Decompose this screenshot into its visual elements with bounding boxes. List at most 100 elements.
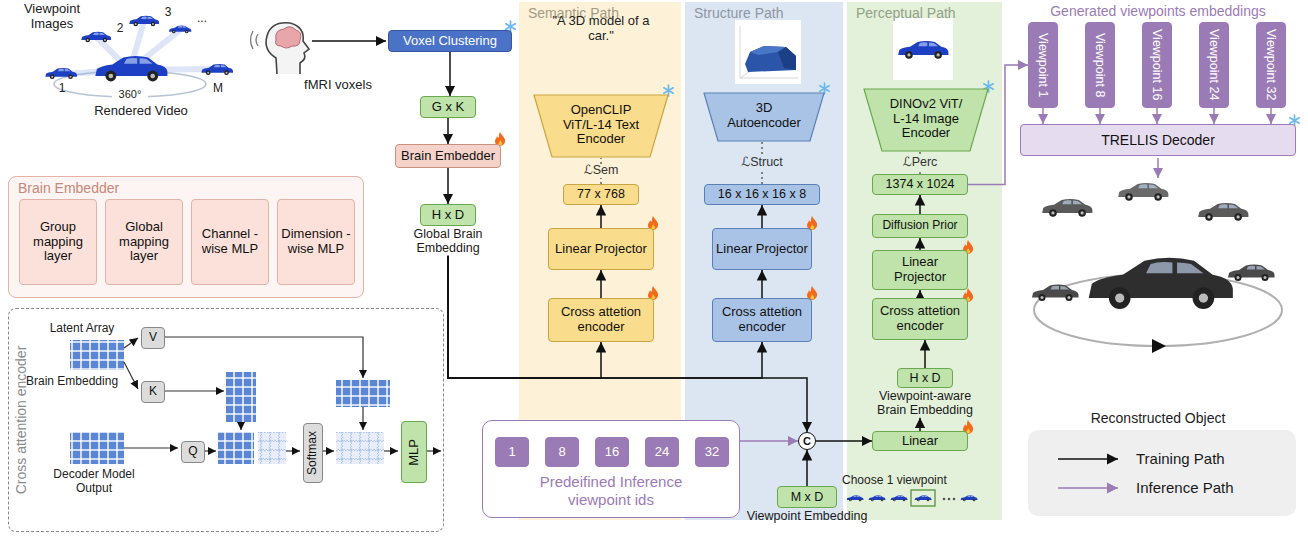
process-box: K [141, 381, 165, 403]
node-label: Linear Projector [555, 242, 647, 257]
structure-image [735, 20, 801, 84]
trapezoid-shape [703, 92, 825, 142]
cross-attention-detail [164, 390, 224, 391]
connector [919, 238, 921, 250]
process-box: 1374 x 1024 [872, 174, 968, 195]
process-box: Diffusion Prior [872, 214, 968, 238]
annotation-label: Brain Embedding [26, 375, 126, 389]
trapezoid-shape [704, 93, 824, 141]
reconstructed-object [1198, 203, 1248, 221]
panel-fills [8, 2, 1002, 520]
frozen-icons [506, 21, 1299, 126]
node-label: 8 [558, 445, 565, 460]
embedding-box: Viewpoint 24 [1199, 22, 1229, 108]
node-label: V [149, 331, 157, 345]
connector [600, 205, 602, 228]
choose-viewpoint [869, 495, 886, 501]
encoder-trapezoid: 3D Autoencoder [703, 92, 825, 142]
node-caption: Viewpoint Embedding [741, 509, 873, 523]
process-box: Dimension -wise MLP [277, 199, 355, 285]
node-label: 77 x 768 [577, 187, 625, 201]
panel-title: Structure Path [694, 5, 784, 21]
process-box: Global mapping layer [105, 199, 183, 285]
reconstructed-object [1089, 258, 1233, 309]
perceptual-image [898, 41, 948, 59]
choose-viewpoint [961, 495, 978, 501]
cross-attention-detail [124, 338, 138, 348]
panel-fill [482, 420, 740, 518]
process-box: 16 [595, 437, 629, 467]
process-box: Cross attetion encoder [872, 298, 968, 340]
node-label: K [149, 385, 157, 399]
node-label: Q [188, 445, 197, 459]
node-label: Diffusion Prior [882, 219, 957, 233]
process-box: Group mapping layer [19, 199, 97, 285]
node-label: Channel -wise MLP [195, 227, 265, 257]
connector [761, 142, 762, 184]
cross-attention-detail [362, 407, 363, 430]
process-box: Cross attetion encoder [548, 298, 654, 342]
structure-image [778, 47, 796, 70]
legend-sample [1056, 453, 1120, 465]
viewpoint-images [95, 56, 167, 82]
group-panel: Group mapping layer Global mapping layer C… [8, 176, 364, 298]
node-label: C [803, 435, 811, 448]
frozen-icons [506, 21, 515, 32]
group-panel: VKQSoftmaxMLPCross attention encoder [8, 308, 444, 532]
operation-box: MLP [401, 421, 427, 483]
process-box: Brain Embedder [395, 144, 501, 168]
annotation-label: Rendered Video [86, 104, 196, 119]
node-caption: Viewpoint-aware Brain Embedding [867, 389, 983, 418]
cross-attention-detail [124, 337, 441, 451]
cross-attention-detail [426, 450, 441, 451]
cross-attention-detail [124, 447, 178, 448]
node-label: Global mapping layer [109, 220, 179, 265]
cross-attention-detail [384, 450, 398, 451]
annotation-label: Latent Array [40, 322, 124, 336]
process-box: TRELLIS Decoder [1020, 124, 1296, 156]
choose-viewpoint [943, 498, 946, 501]
choose-viewpoint [911, 490, 935, 506]
viewpoint-images [129, 16, 159, 27]
structure-image [735, 20, 801, 84]
connector [1042, 108, 1044, 124]
trapezoid-shape [863, 88, 989, 152]
node-label: Viewpoint 32 [1264, 29, 1278, 100]
choose-viewpoint [953, 498, 956, 501]
connector [1099, 108, 1101, 124]
cross-attention-detail [226, 372, 256, 422]
node-label: Cross attetion encoder [716, 305, 808, 335]
process-box: 1 [495, 437, 529, 467]
panel-fill [8, 176, 364, 298]
reconstructed-object [1042, 199, 1092, 217]
node-label: Viewpoint 8 [1093, 33, 1107, 97]
structure-image [740, 78, 798, 79]
annotation-label: fMRI voxels [296, 78, 380, 93]
annotation-label: Decoder Model Output [48, 468, 140, 496]
process-box: Voxel Clustering [388, 30, 512, 52]
panel-fill [847, 2, 1002, 520]
node-label: Viewpoint 1 [1036, 33, 1050, 97]
node-label: Cross attetion encoder [876, 304, 964, 334]
choose-viewpoint [847, 490, 978, 506]
structure-image [745, 46, 796, 72]
node-label: Dimension -wise MLP [281, 227, 351, 257]
trainable-icons [495, 132, 973, 434]
cross-attention-detail [204, 450, 216, 451]
trainable-icons [648, 216, 658, 230]
frozen-icons [820, 83, 829, 94]
node-label: 24 [655, 445, 669, 460]
node-label: Brain Embedder [401, 149, 495, 164]
connector [1270, 108, 1272, 124]
choose-viewpoint [948, 498, 951, 501]
connector [449, 52, 451, 96]
perceptual-image [893, 18, 953, 80]
connector [1213, 108, 1215, 124]
process-box: Q [181, 441, 205, 463]
connector [448, 256, 807, 432]
trainable-icons [648, 286, 658, 300]
frozen-icons [664, 85, 673, 96]
process-box: 24 [645, 437, 679, 467]
connector [448, 256, 762, 378]
process-box: M x DViewpoint Embedding [777, 486, 837, 508]
